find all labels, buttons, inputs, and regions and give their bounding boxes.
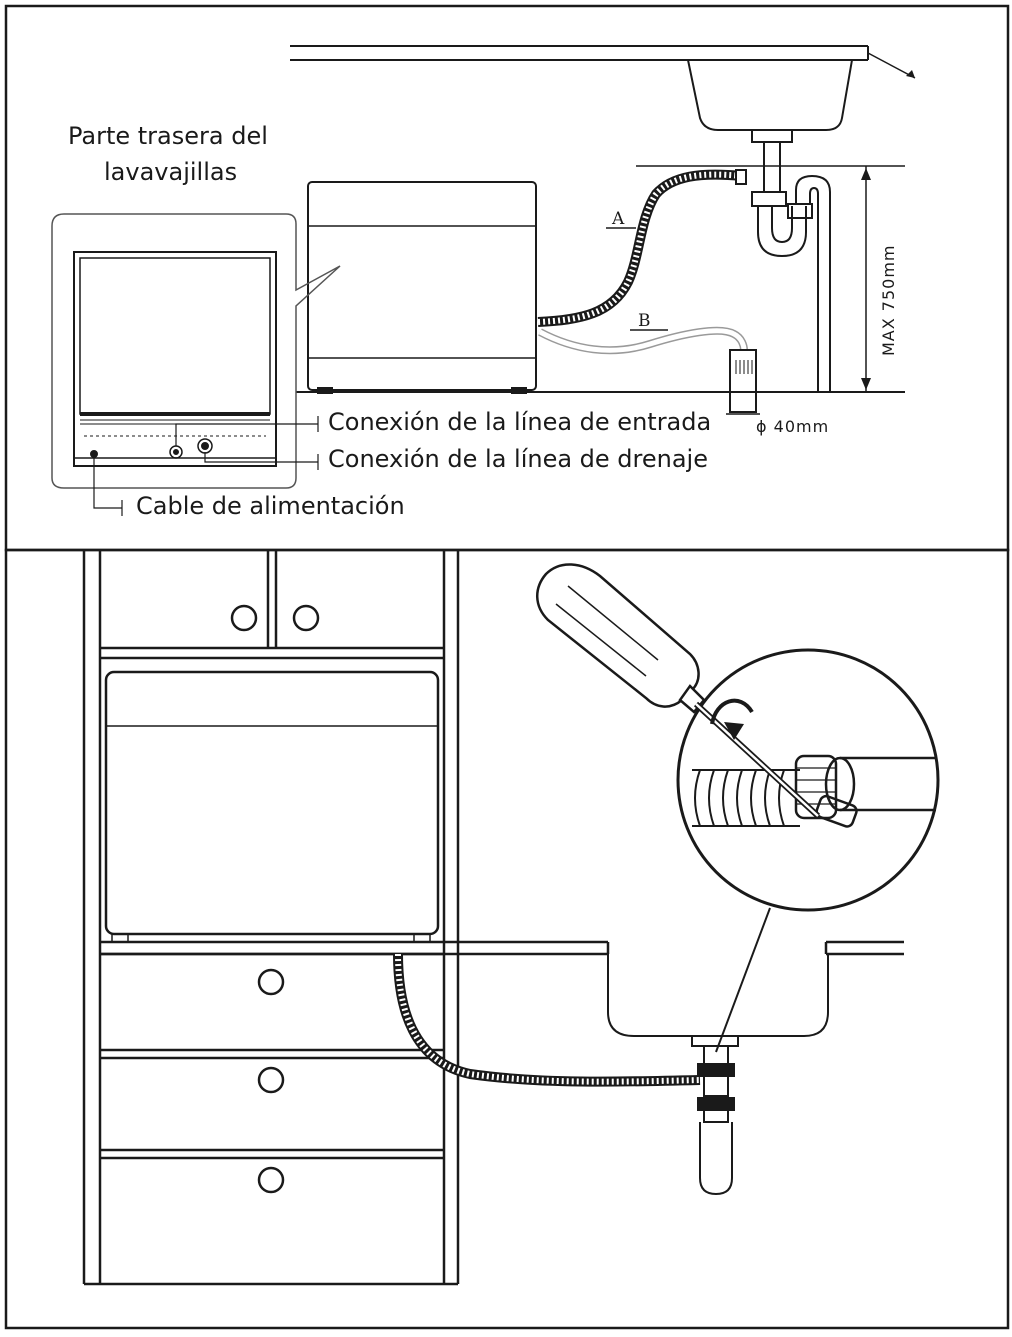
callout-title-line2: lavavajillas (104, 158, 237, 186)
hose-clamp-icon (794, 754, 858, 828)
pipe-diameter-label: ϕ 40mm (756, 417, 829, 436)
hose-b (538, 326, 748, 355)
sink-basin-bottom (607, 954, 829, 1037)
drain-hose-bottom (393, 953, 701, 1087)
countertop-bottom (100, 940, 904, 956)
dishwasher-bottom (104, 670, 440, 943)
inlet-connection-label: Conexión de la línea de entrada (328, 408, 711, 436)
bottom-panel (82, 550, 940, 1286)
zoomed-hose-connection (692, 756, 936, 827)
dishwasher-top (307, 181, 537, 394)
magnifier-circle (676, 648, 940, 912)
hose-a-label: A (611, 209, 625, 229)
drain-trap-top (751, 129, 831, 392)
power-cable-label: Cable de alimentación (136, 492, 405, 520)
callout-title-line1: Parte trasera del (68, 122, 268, 150)
standpipe (726, 349, 760, 415)
hose-a (537, 169, 747, 327)
magnifier-pointer (715, 907, 771, 1053)
top-panel: MAX 750mm A B (51, 45, 916, 516)
hose-b-label: B (638, 311, 651, 331)
drain-connection-label: Conexión de la línea de drenaje (328, 445, 708, 473)
cabinet (82, 550, 460, 1286)
screwdriver-icon (536, 563, 821, 819)
sink-basin-top (687, 59, 853, 131)
bottom-panel-frame (4, 548, 1010, 1330)
rear-view-callout (51, 213, 341, 489)
drain-trap-bottom (691, 1036, 739, 1196)
max-height-label: MAX 750mm (879, 244, 898, 356)
countertop-top (290, 45, 916, 79)
height-dimension (636, 165, 905, 392)
leader-lines (93, 416, 319, 516)
